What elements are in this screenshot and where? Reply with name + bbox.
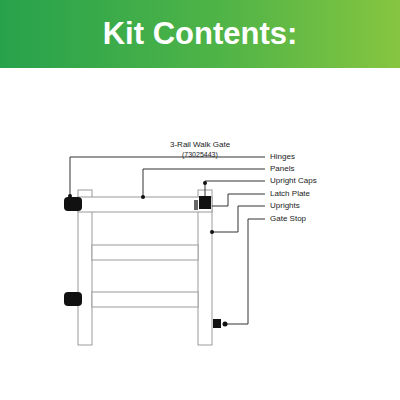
part-label: Latch Plate (270, 189, 310, 198)
title: Kit Contents: (0, 0, 400, 68)
part-label: Uprights (270, 201, 300, 210)
part-label: Upright Caps (270, 176, 317, 185)
part-label: Gate Stop (270, 214, 306, 223)
part-label: Panels (270, 164, 294, 173)
part-label: Hinges (270, 152, 295, 161)
part-number: (73025443) (182, 151, 218, 158)
gate-name: 3-Rail Walk Gate (170, 140, 230, 149)
